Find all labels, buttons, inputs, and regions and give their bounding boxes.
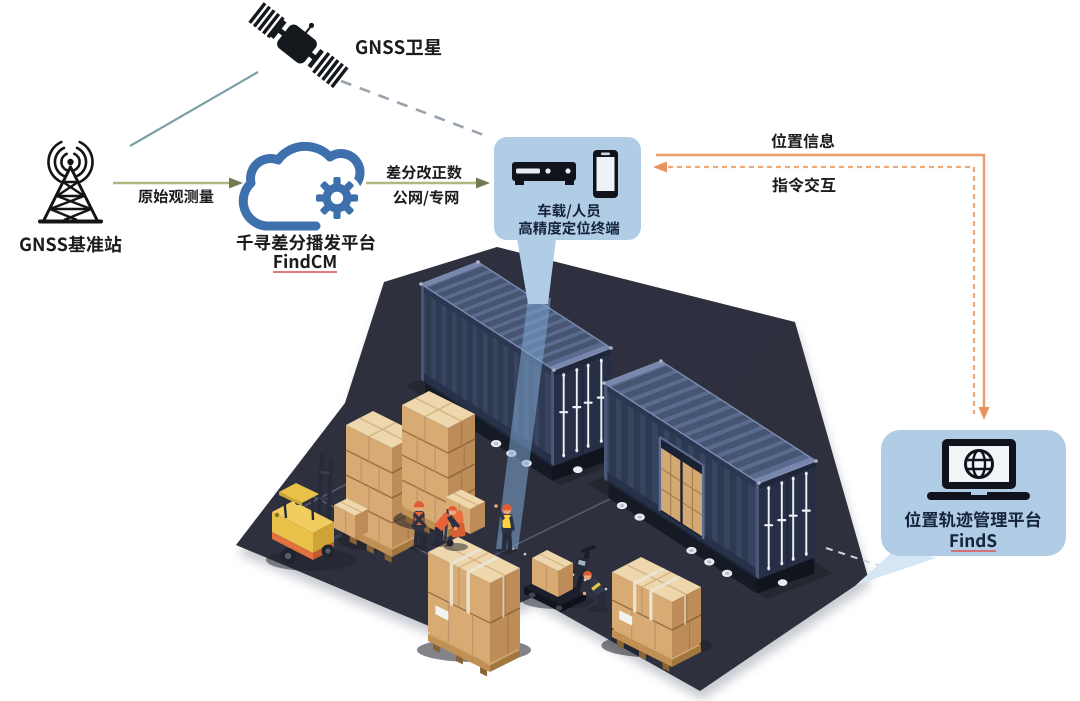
container-2 <box>587 359 833 600</box>
finds-card <box>881 430 1066 556</box>
findcm-label <box>274 253 336 269</box>
raw-observation-arrowhead <box>229 177 243 189</box>
receiver-icon <box>512 162 576 185</box>
command-arrowhead <box>653 161 667 173</box>
worker-4 <box>580 570 608 612</box>
base-station-icon <box>38 140 103 224</box>
position-info-label <box>771 133 835 149</box>
warehouse-scene <box>236 247 894 700</box>
finds-label <box>950 533 997 548</box>
satellite-basestation-line <box>129 71 259 147</box>
worker-1 <box>410 501 428 551</box>
strapped-stack-2 <box>601 557 712 672</box>
network-label <box>393 189 459 206</box>
smartphone-icon <box>593 150 618 198</box>
strapped-stack-1 <box>416 537 532 677</box>
cloud-platform-label <box>236 233 375 251</box>
satellite-terminal-line <box>340 79 490 139</box>
finds-underline <box>951 550 996 552</box>
command-label <box>772 177 836 193</box>
location-beam <box>496 298 551 549</box>
satellite-icon <box>248 2 349 89</box>
raw-observation-label <box>138 189 214 204</box>
jack-box <box>532 550 573 597</box>
globe-icon <box>964 449 994 479</box>
laptop-icon <box>927 439 1030 500</box>
terminal-label-1 <box>537 203 601 219</box>
worker-2 <box>431 505 460 547</box>
forklift <box>266 453 368 571</box>
labels <box>20 38 1041 552</box>
cloud-platform-icon <box>238 141 365 231</box>
architecture-diagram <box>38 2 1066 585</box>
command-line <box>668 165 976 414</box>
findcm-underline <box>273 271 337 273</box>
worker-3 <box>494 504 516 554</box>
diff-correction-arrowhead <box>476 177 490 189</box>
satellite-label <box>355 38 442 56</box>
terminal-label-2 <box>519 220 620 235</box>
position-info-arrowhead <box>978 407 990 420</box>
position-info-line <box>656 153 986 410</box>
terminal-card-tail <box>517 239 556 304</box>
terminal-card <box>494 137 641 240</box>
diff-correction-label <box>386 165 462 180</box>
finds-platform-label <box>904 511 1041 528</box>
base-station-label <box>20 235 122 253</box>
